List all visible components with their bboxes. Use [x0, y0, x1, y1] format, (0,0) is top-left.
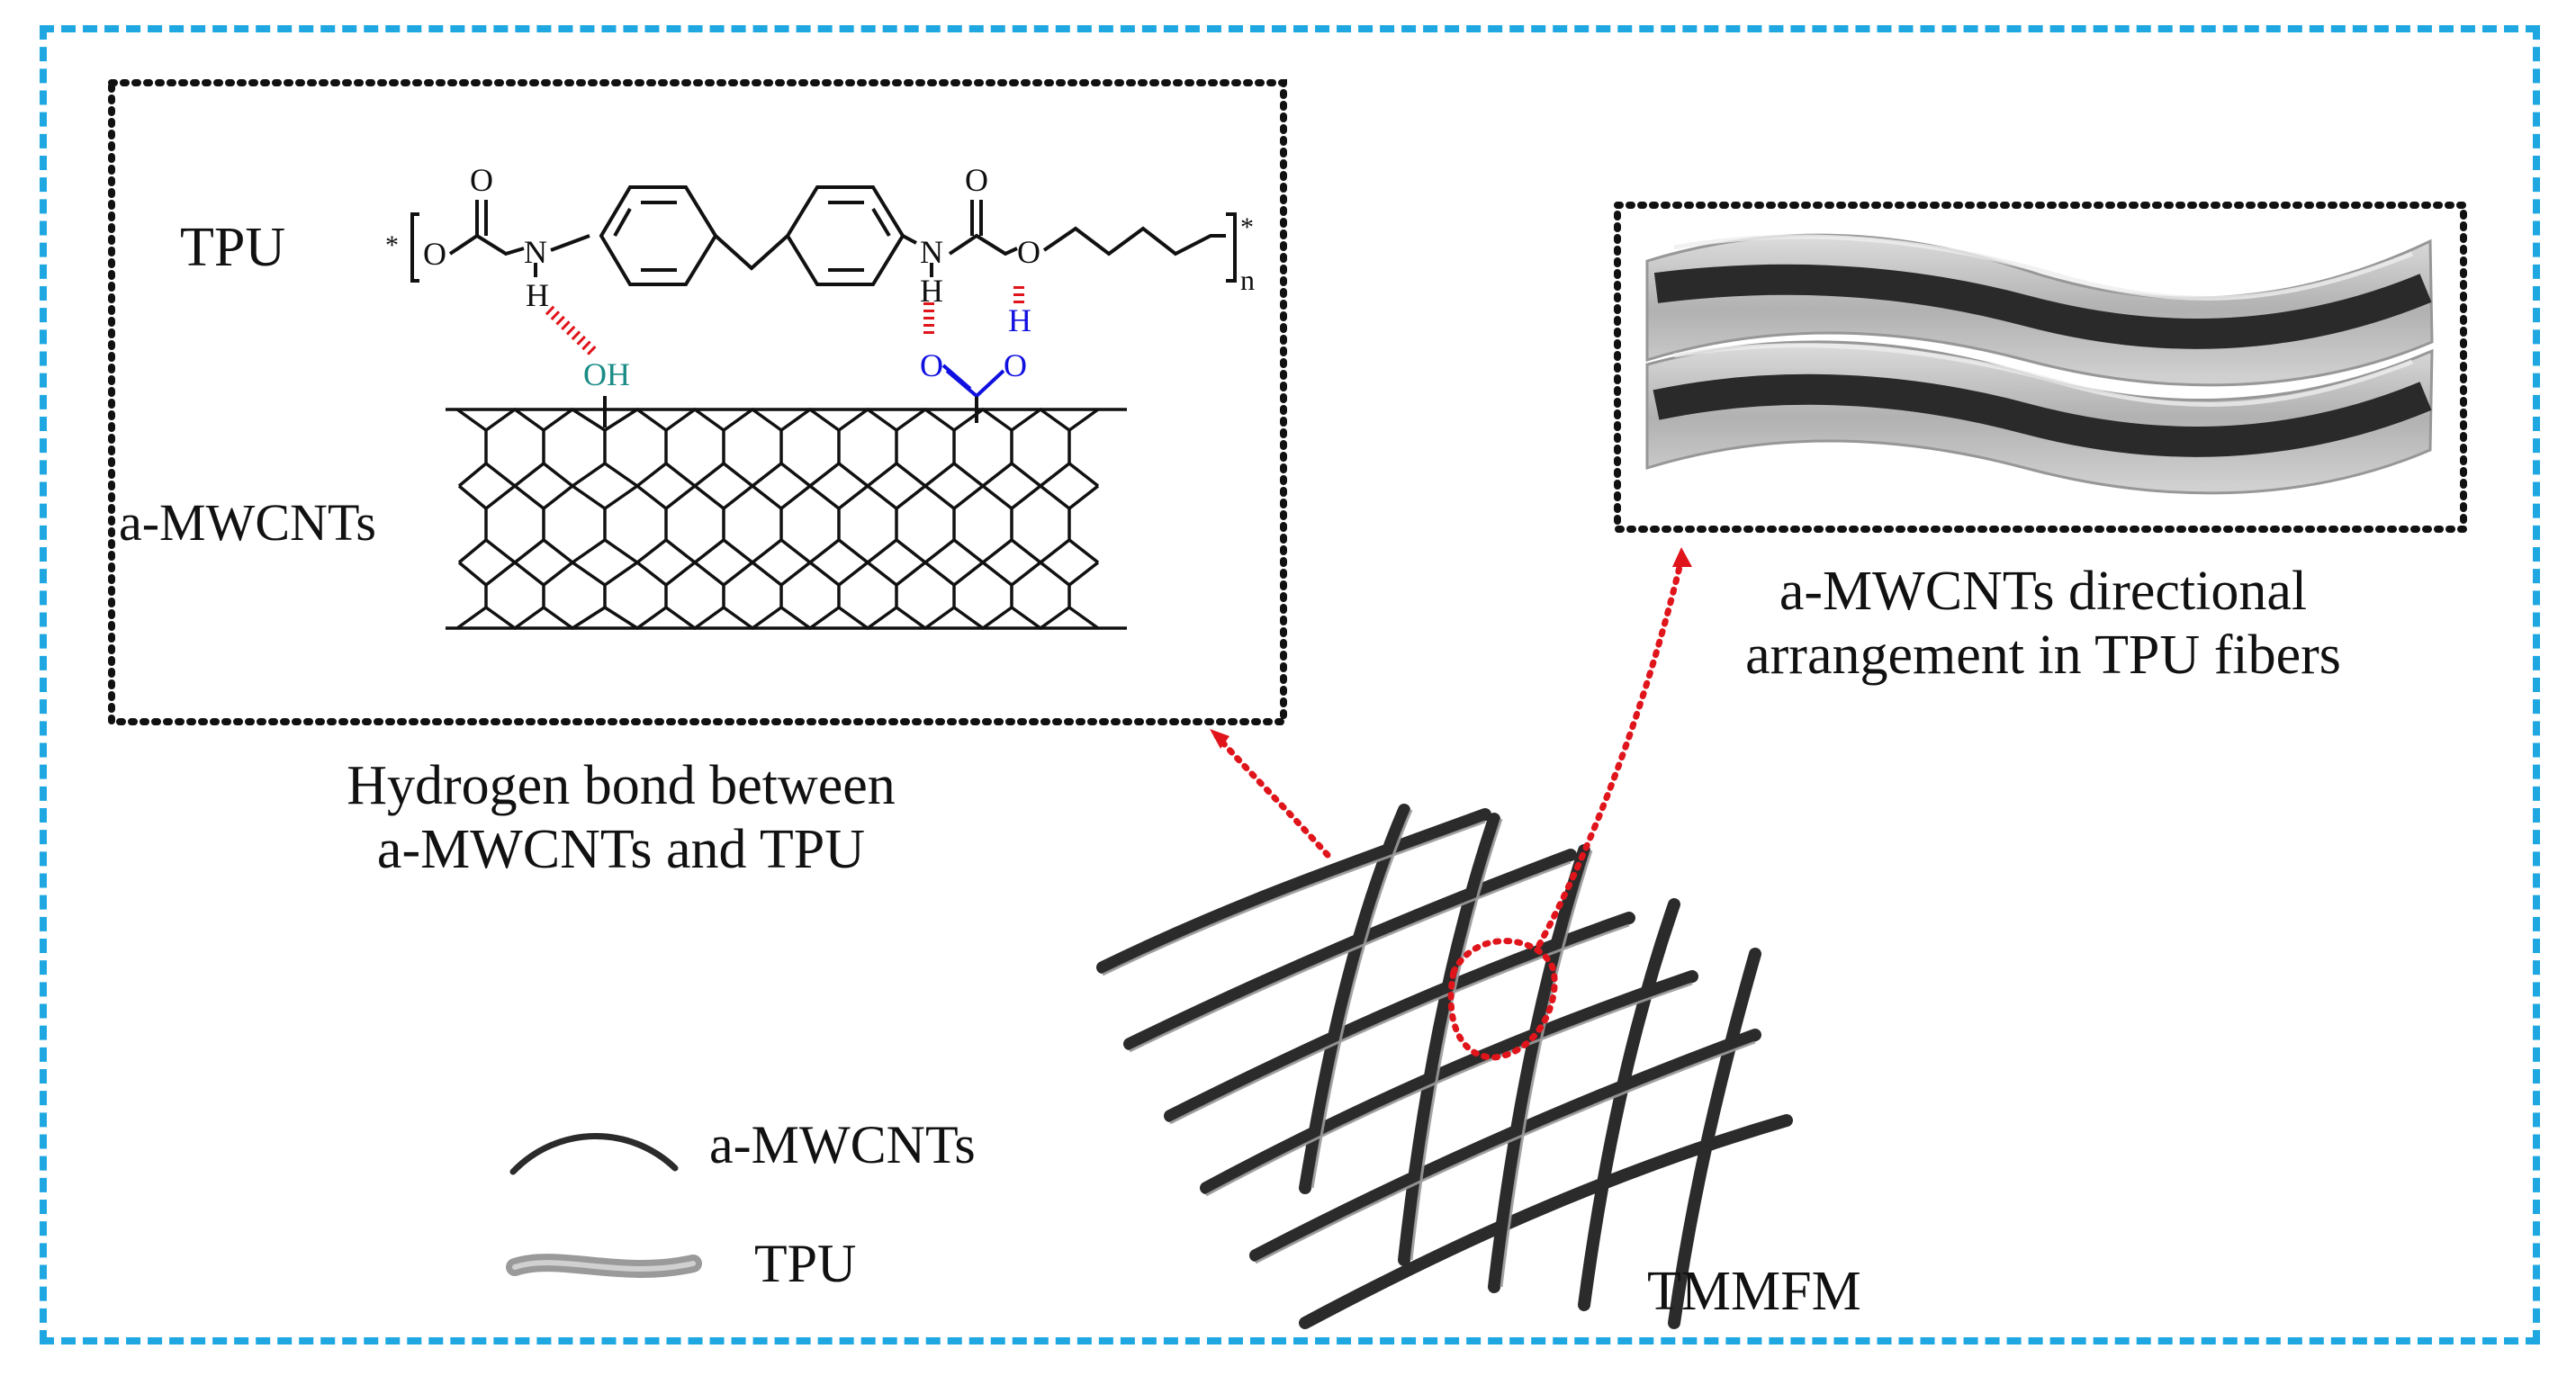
- legend-a-mwcnts-label: a-MWCNTs: [709, 1115, 976, 1174]
- pointer-to-fiber-box: [1536, 556, 1685, 949]
- outer-dashed-frame: [40, 25, 2540, 1345]
- star-right-label: *: [1240, 212, 1254, 242]
- h2-label: H: [920, 273, 943, 309]
- hbond-caption: Hydrogen bond between a-MWCNTs and TPU: [270, 754, 972, 883]
- arrowhead-fiber: [1672, 547, 1692, 567]
- arrowhead-chem: [1210, 729, 1229, 749]
- a-mwcnts-label: a-MWCNTs: [119, 493, 376, 552]
- tpu-backbone: [410, 185, 1237, 427]
- hbond-caption-line2: a-MWCNTs and TPU: [376, 819, 866, 881]
- cnt-lattice: [446, 407, 1127, 631]
- hbond-caption-line1: Hydrogen bond between: [347, 755, 896, 816]
- hydrogen-bonds: [545, 286, 1024, 357]
- h1-label: H: [526, 277, 549, 313]
- fiber-caption-line1: a-MWCNTs directional: [1779, 561, 2308, 622]
- tmmfm-label: TMMFM: [1647, 1261, 1861, 1322]
- fiber-caption-line2: arrangement in TPU fibers: [1745, 625, 2341, 687]
- o2-top-label: O: [965, 162, 988, 198]
- carboxyl-bonds: [941, 364, 1005, 398]
- n-subscript-label: n: [1240, 264, 1255, 296]
- fiber-box-border: [1614, 202, 2467, 533]
- mesh-highlight-loop: [1447, 938, 1558, 1061]
- cooh-h-label: H: [1008, 302, 1031, 338]
- cnt-core-lower: [1653, 373, 2432, 457]
- dark-curve-icon: [509, 1133, 679, 1175]
- chem-box-border: [108, 79, 1287, 725]
- n2-label: N: [920, 234, 943, 270]
- o1-top-label: O: [470, 162, 493, 198]
- o1-chain-label: O: [423, 236, 446, 272]
- cooh-o-right-label: O: [1004, 347, 1027, 383]
- star-left-label: *: [385, 230, 399, 260]
- cnt-core-upper: [1653, 264, 2432, 349]
- o2-chain-label: O: [1017, 234, 1040, 270]
- n1-label: N: [524, 234, 547, 270]
- pointer-to-chem-box: [1213, 733, 1331, 859]
- cooh-o-left-label: O: [920, 347, 943, 383]
- legend-tpu-label: TPU: [754, 1234, 857, 1293]
- tpu-label: TPU: [180, 217, 286, 278]
- hydroxyl-label: OH: [583, 356, 630, 392]
- fiber-caption: a-MWCNTs directional arrangement in TPU …: [1638, 560, 2448, 688]
